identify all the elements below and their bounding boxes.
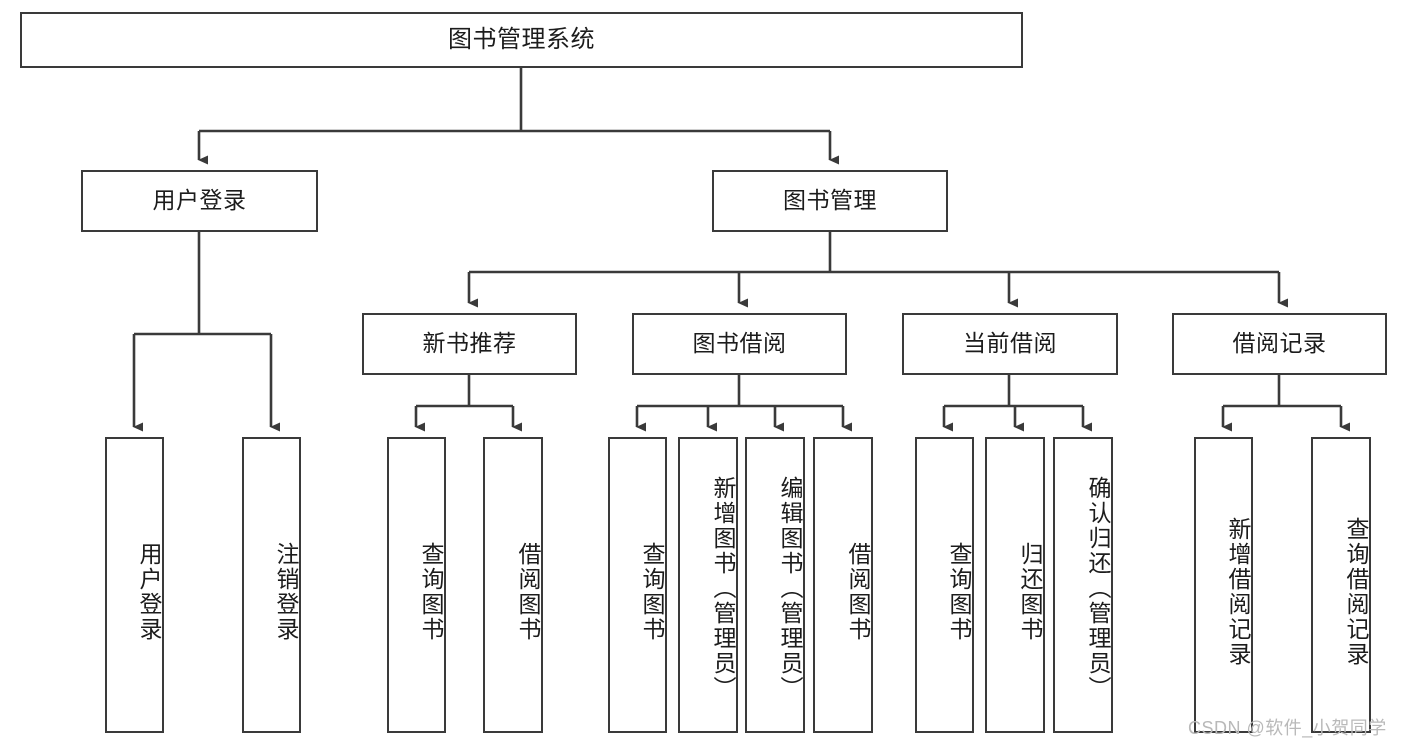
node-label: 图书管理 (783, 187, 877, 214)
leaf-confirm-return-admin[interactable]: 确认归还（管理员） (1053, 437, 1113, 733)
node-label: 当前借阅 (963, 330, 1057, 357)
leaf-return-book[interactable]: 归还图书 (985, 437, 1045, 733)
leaf-edit-book-admin[interactable]: 编辑图书（管理员） (745, 437, 805, 733)
node-label: 注销登录 (273, 542, 299, 642)
node-book-management[interactable]: 图书管理 (712, 170, 948, 232)
node-label: 新增图书（管理员） (710, 475, 736, 701)
leaf-query-book-borrow[interactable]: 查询图书 (608, 437, 667, 733)
leaf-query-borrow-record[interactable]: 查询借阅记录 (1311, 437, 1371, 733)
leaf-borrow-book[interactable]: 借阅图书 (813, 437, 873, 733)
node-label: 图书借阅 (692, 330, 787, 357)
node-label: 确认归还（管理员） (1085, 475, 1111, 701)
leaf-user-login[interactable]: 用户登录 (105, 437, 164, 733)
node-label: 查询借阅记录 (1343, 517, 1369, 667)
node-label: 借阅记录 (1232, 330, 1327, 357)
leaf-logout[interactable]: 注销登录 (242, 437, 301, 733)
node-root-book-management-system[interactable]: 图书管理系统 (20, 12, 1023, 68)
node-borrow-record[interactable]: 借阅记录 (1172, 313, 1387, 375)
leaf-add-borrow-record[interactable]: 新增借阅记录 (1194, 437, 1253, 733)
node-label: 查询图书 (418, 542, 444, 642)
node-label: 用户登录 (152, 187, 247, 214)
node-label: 编辑图书（管理员） (777, 475, 803, 701)
leaf-query-book-current[interactable]: 查询图书 (915, 437, 974, 733)
node-label: 新书推荐 (422, 330, 517, 357)
node-label: 归还图书 (1017, 542, 1043, 642)
node-label: 借阅图书 (845, 542, 871, 642)
leaf-add-book-admin[interactable]: 新增图书（管理员） (678, 437, 738, 733)
node-label: 用户登录 (136, 542, 162, 642)
node-new-book-recommend[interactable]: 新书推荐 (362, 313, 577, 375)
node-user-login[interactable]: 用户登录 (81, 170, 318, 232)
node-label: 查询图书 (946, 542, 972, 642)
node-label: 新增借阅记录 (1225, 517, 1251, 667)
leaf-borrow-book-recommend[interactable]: 借阅图书 (483, 437, 543, 733)
node-book-borrow[interactable]: 图书借阅 (632, 313, 847, 375)
node-label: 查询图书 (639, 542, 665, 642)
leaf-query-book-recommend[interactable]: 查询图书 (387, 437, 446, 733)
node-label: 借阅图书 (515, 542, 541, 642)
node-current-borrow[interactable]: 当前借阅 (902, 313, 1118, 375)
node-label: 图书管理系统 (448, 25, 595, 53)
